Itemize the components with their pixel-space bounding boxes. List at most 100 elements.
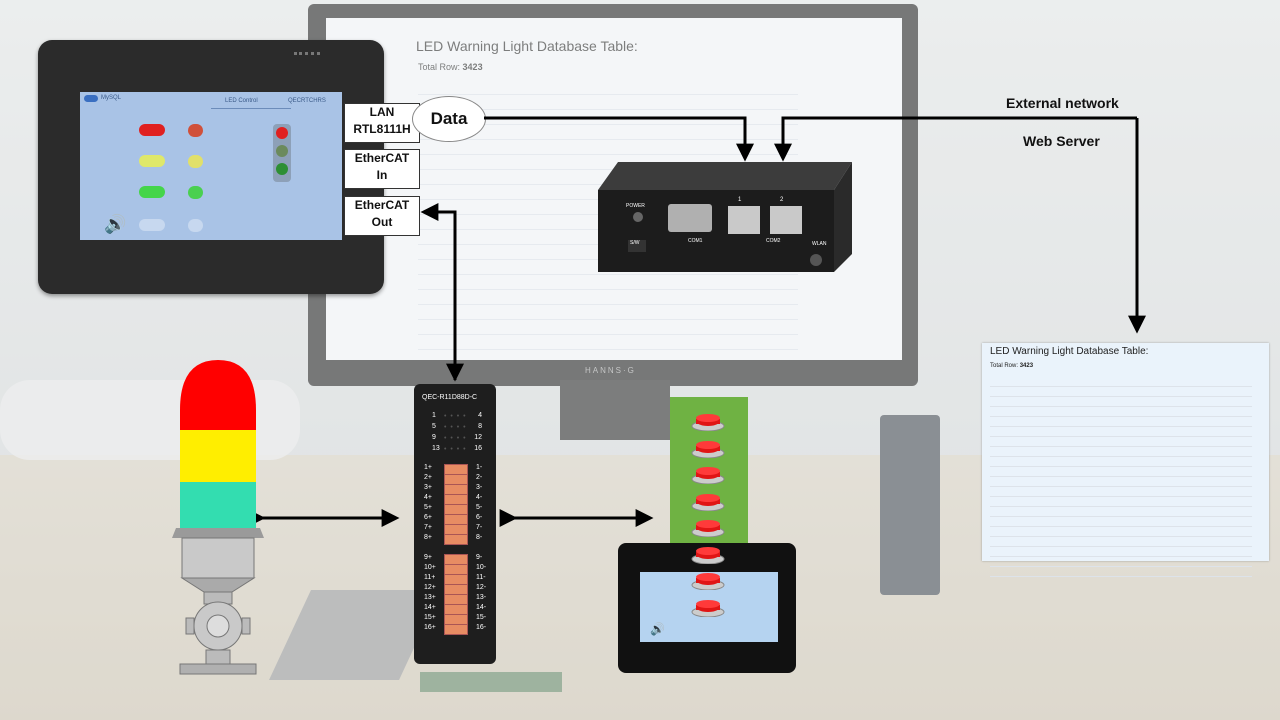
- io-led-label: 8: [478, 423, 482, 430]
- io-model-label: QEC-R11D88D-C: [422, 394, 478, 401]
- io-terminal-minus-label: 9-: [476, 554, 483, 561]
- io-terminal-plus-label: 11+: [424, 574, 436, 581]
- buzzer-indicator: [188, 219, 203, 232]
- io-led-dots: • • • •: [444, 424, 467, 431]
- tab-underline: [211, 108, 291, 109]
- tower-light-icon: [273, 124, 291, 182]
- terminal-block: [420, 672, 562, 692]
- green-led-indicator: [188, 186, 203, 199]
- hmi-vent: [294, 52, 320, 58]
- io-terminal-minus-label: 13-: [476, 594, 487, 601]
- io-terminal-minus-label: 14-: [476, 604, 487, 611]
- red-push-button[interactable]: [691, 519, 725, 538]
- small-speaker-icon: 🔊: [650, 622, 665, 636]
- web-server-label: Web Server: [1023, 133, 1100, 149]
- webserver-to-pc-arrow: [774, 116, 1137, 162]
- red-push-button[interactable]: [691, 440, 725, 458]
- web-db-table: LED Warning Light Database Table: Total …: [982, 343, 1269, 577]
- io-led-row: 9• • • •12: [432, 434, 482, 442]
- data-bubble: Data: [412, 96, 486, 142]
- io-led-label: 13: [432, 445, 440, 452]
- mysql-toggle[interactable]: [84, 95, 98, 102]
- io-terminal-plus-label: 14+: [424, 604, 436, 611]
- io-terminal-plus-label: 1+: [424, 464, 432, 471]
- buzzer-button[interactable]: [139, 219, 165, 231]
- red-push-button[interactable]: [691, 572, 725, 591]
- io-terminal-minus-label: 15-: [476, 614, 487, 621]
- io-terminal-minus-label: 4-: [476, 494, 483, 501]
- io-terminal-minus-label: 5-: [476, 504, 483, 511]
- power-label: POWER: [626, 203, 645, 209]
- red-push-button[interactable]: [691, 413, 725, 432]
- io-terminal-minus-label: 10-: [476, 564, 487, 571]
- io-terminal-plus-label: 13+: [424, 594, 436, 601]
- speaker-icon[interactable]: 🔊: [104, 214, 127, 234]
- io-terminal-minus-label: 11-: [476, 574, 486, 581]
- web-db-rows: [990, 377, 1252, 577]
- io-led-row: 13 • • • • 16: [432, 445, 482, 453]
- red-push-button[interactable]: [691, 599, 725, 617]
- io-terminal-minus-label: 6-: [476, 514, 483, 521]
- web-db-title: LED Warning Light Database Table:: [990, 346, 1149, 357]
- io-terminal-minus-label: 7-: [476, 524, 483, 531]
- total-row-value: 3423: [462, 62, 483, 72]
- io-terminal-plus-label: 10+: [424, 564, 436, 571]
- sw-label: S/W: [630, 240, 640, 246]
- monitor-total-row: Total Row: 3423: [418, 62, 483, 72]
- io-terminal-minus-label: 16-: [476, 624, 487, 631]
- io-terminal-minus-label: 2-: [476, 474, 483, 481]
- red-led-button[interactable]: [139, 124, 165, 136]
- io-terminal-plus-label: 9+: [424, 554, 432, 561]
- io-terminal-plus-label: 16+: [424, 624, 436, 631]
- io-to-ethercat-out-arrow: [420, 203, 457, 380]
- red-push-button[interactable]: [691, 546, 725, 564]
- io-terminal-plus-label: 4+: [424, 494, 432, 501]
- io-led-row: 5 • • • • 8: [432, 423, 482, 431]
- io-led-dots: • • • •: [444, 435, 467, 442]
- red-push-button[interactable]: [691, 466, 725, 485]
- tower-light: [172, 360, 264, 676]
- io-terminal-plus-label: 7+: [424, 524, 432, 531]
- io-led-label: 16: [474, 445, 482, 452]
- web-db-total-row: Total Row: 3423: [990, 363, 1034, 369]
- data-to-pc-arrow: [484, 116, 754, 162]
- com1-label: COM1: [688, 238, 703, 244]
- io-terminal[interactable]: [444, 534, 468, 545]
- monitor-brand: HANNS·G: [585, 366, 636, 375]
- monitor-db-title: LED Warning Light Database Table:: [416, 38, 638, 54]
- io-terminal-minus-label: 12-: [476, 584, 487, 591]
- button-board-buttons: [670, 397, 748, 640]
- wlan-label: WLAN: [812, 241, 827, 247]
- io-terminal-plus-label: 15+: [424, 614, 436, 621]
- green-led-button[interactable]: [139, 186, 165, 198]
- io-led-label: 12: [474, 434, 482, 441]
- io-terminal[interactable]: [444, 624, 468, 635]
- io-terminal-minus-label: 3-: [476, 484, 483, 491]
- lan-port-1-label: 1: [738, 197, 742, 203]
- external-network-label: External network: [1006, 95, 1119, 111]
- red-led-indicator: [188, 124, 203, 137]
- io-terminal-plus-label: 3+: [424, 484, 432, 491]
- tab-led-control[interactable]: LED Control: [225, 98, 258, 104]
- io-led-label: 4: [478, 412, 482, 419]
- io-terminal-plus-label: 12+: [424, 584, 436, 591]
- tab-qec[interactable]: QECRTCHRS: [288, 98, 326, 104]
- background-device: [880, 415, 940, 595]
- io-terminal-minus-label: 8-: [476, 534, 483, 541]
- hmi-screen: MySQL LED Control QECRTCHRS 🔊: [80, 92, 342, 240]
- red-push-button[interactable]: [691, 493, 725, 511]
- yellow-led-indicator: [188, 155, 203, 168]
- io-terminal-plus-label: 5+: [424, 504, 432, 511]
- io-terminal-plus-label: 8+: [424, 534, 432, 541]
- io-terminal-plus-label: 6+: [424, 514, 432, 521]
- io-led-dots: • • • •: [444, 413, 467, 420]
- io-terminal-plus-label: 2+: [424, 474, 432, 481]
- total-row-label: Total Row:: [418, 62, 461, 72]
- io-led-label: 1: [432, 412, 436, 419]
- io-led-label: 5: [432, 423, 436, 430]
- io-led-dots: • • • •: [444, 446, 467, 453]
- yellow-led-button[interactable]: [139, 155, 165, 167]
